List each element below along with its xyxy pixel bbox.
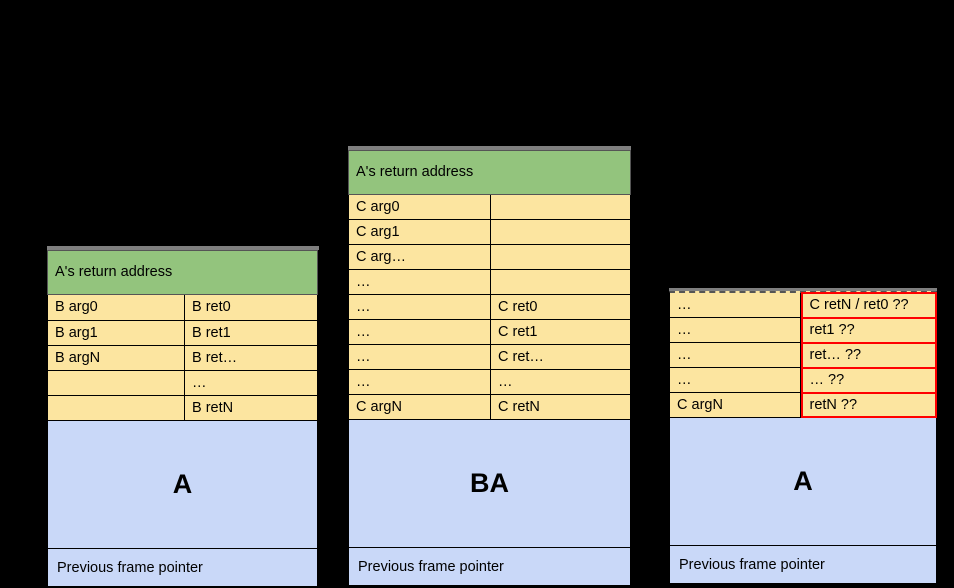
- arg-slot: …: [349, 270, 491, 294]
- arg-slot: C arg0: [349, 195, 491, 219]
- frame-body: BA: [348, 420, 631, 548]
- arg-slot: C argN: [670, 393, 801, 417]
- arg-slot: B argN: [48, 346, 185, 370]
- previous-frame-pointer: Previous frame pointer: [348, 548, 631, 586]
- previous-frame-pointer: Previous frame pointer: [669, 546, 937, 584]
- arg-slot: [48, 371, 185, 395]
- frame-body-label: A: [172, 469, 193, 499]
- table-row: C arg0: [348, 195, 631, 220]
- table-row: … …: [348, 370, 631, 395]
- stack-column-left: A's return address B arg0 B ret0 B arg1 …: [47, 250, 318, 587]
- stack-column-middle: A's return address C arg0 C arg1 C arg… …: [348, 150, 631, 586]
- right-column-shadow: [669, 288, 937, 291]
- table-row: …: [348, 270, 631, 295]
- table-row: B arg0 B ret0: [47, 295, 318, 321]
- table-row: … ret… ??: [669, 342, 937, 368]
- table-row: C arg1: [348, 220, 631, 245]
- uncertain-ret-slot: … ??: [800, 367, 937, 393]
- arg-slot: …: [349, 320, 491, 344]
- left-column-shadow: [47, 246, 319, 250]
- arg-slot: …: [670, 293, 801, 317]
- arg-slot: [48, 396, 185, 420]
- ret-slot: B ret1: [192, 324, 231, 341]
- arg-slot: B arg0: [48, 295, 185, 320]
- table-row: … … ??: [669, 367, 937, 393]
- table-row: B arg1 B ret1: [47, 321, 318, 346]
- arg-slot: C arg…: [349, 245, 491, 269]
- previous-frame-pointer: Previous frame pointer: [47, 549, 318, 587]
- ret-slot: B ret0: [192, 299, 231, 316]
- arg-slot: B arg1: [48, 321, 185, 345]
- return-address-header: A's return address: [47, 250, 318, 295]
- middle-column-shadow: [348, 146, 631, 150]
- frame-body-label: A: [793, 466, 813, 496]
- ret-slot: C ret…: [498, 348, 544, 365]
- table-row: … C ret…: [348, 345, 631, 370]
- table-row: C arg…: [348, 245, 631, 270]
- table-row: C argN retN ??: [669, 392, 937, 418]
- ret-slot: B retN: [192, 399, 234, 416]
- ret-slot: [491, 195, 630, 219]
- table-row: … C retN / ret0 ??: [669, 291, 937, 318]
- arg-slot: …: [349, 370, 491, 394]
- frame-body: A: [669, 418, 937, 546]
- table-row: … ret1 ??: [669, 317, 937, 343]
- ret-slot: …: [192, 374, 207, 391]
- ret-slot: …: [498, 373, 513, 390]
- ret-slot: [491, 245, 630, 269]
- previous-frame-pointer-label: Previous frame pointer: [57, 559, 203, 576]
- return-address-header: A's return address: [348, 150, 631, 195]
- table-row: C argN C retN: [348, 395, 631, 420]
- arg-slot: …: [670, 343, 801, 367]
- uncertain-ret-slot: retN ??: [800, 392, 937, 418]
- frame-body: A: [47, 421, 318, 549]
- table-row: B retN: [47, 396, 318, 421]
- table-row: B argN B ret…: [47, 346, 318, 371]
- table-row: … C ret1: [348, 320, 631, 345]
- frame-body-label: BA: [470, 468, 509, 498]
- arg-slot: C argN: [349, 395, 491, 419]
- uncertain-ret-slot: ret… ??: [800, 342, 937, 368]
- arg-slot: …: [349, 295, 491, 319]
- return-address-label: A's return address: [356, 164, 474, 181]
- previous-frame-pointer-label: Previous frame pointer: [679, 556, 825, 573]
- ret-slot: C ret0: [498, 298, 538, 315]
- arg-slot: C arg1: [349, 220, 491, 244]
- previous-frame-pointer-label: Previous frame pointer: [358, 558, 504, 575]
- uncertain-ret-slot: ret1 ??: [800, 317, 937, 343]
- ret-slot: [491, 270, 630, 294]
- ret-slot: [491, 220, 630, 244]
- arg-slot: …: [670, 368, 801, 392]
- stack-column-right: … C retN / ret0 ?? … ret1 ?? … ret… ?? ……: [669, 291, 937, 584]
- ret-slot: B ret…: [192, 349, 238, 366]
- ret-slot: C ret1: [498, 323, 538, 340]
- table-row: …: [47, 371, 318, 396]
- table-row: … C ret0: [348, 295, 631, 320]
- uncertain-ret-slot: C retN / ret0 ??: [800, 292, 937, 318]
- arg-slot: …: [349, 345, 491, 369]
- ret-slot: C retN: [498, 398, 540, 415]
- return-address-label: A's return address: [55, 264, 173, 281]
- arg-slot: …: [670, 318, 801, 342]
